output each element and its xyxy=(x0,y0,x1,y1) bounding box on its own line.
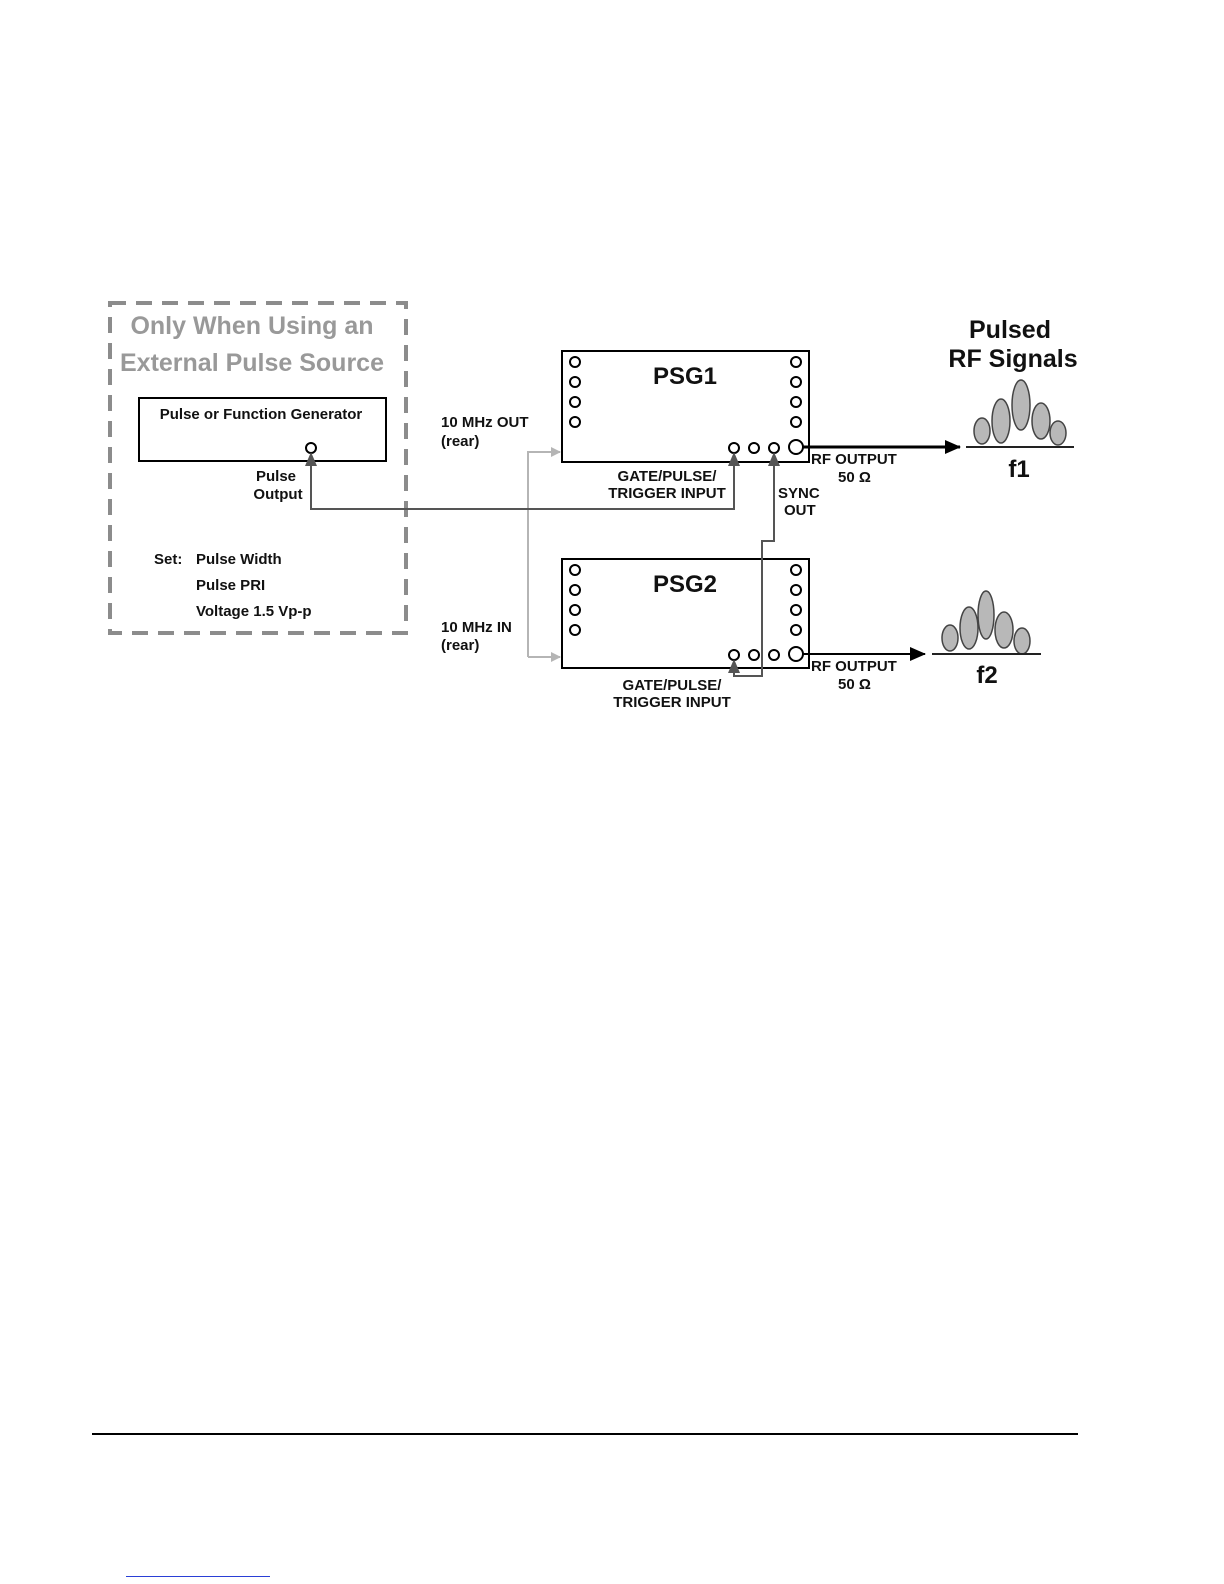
f1-pulse xyxy=(1032,403,1050,439)
footer-rule xyxy=(92,1433,1078,1435)
f1-pulse xyxy=(992,399,1010,443)
psg1-left-port xyxy=(570,377,580,387)
ref-out-label-line1: 10 MHz OUT xyxy=(441,414,529,431)
psg2-left-port xyxy=(570,565,580,575)
set-item-pulse-width: Pulse Width xyxy=(196,551,282,568)
f2-label: f2 xyxy=(976,662,997,689)
set-label: Set: xyxy=(154,551,182,568)
psg2-right-port xyxy=(791,565,801,575)
f2-pulse xyxy=(978,591,994,639)
sync-out-label-line1: SYNC xyxy=(778,485,820,502)
psg1-gate-label-line2: TRIGGER INPUT xyxy=(608,485,726,502)
psg2-right-port xyxy=(791,585,801,595)
reference-connection: 10 MHz OUT (rear) 10 MHz IN (rear) xyxy=(441,414,560,657)
psg1-gate-label-line1: GATE/PULSE/ xyxy=(618,468,718,485)
sync-out-label-line2: OUT xyxy=(784,502,816,519)
psg2-gate-input-port xyxy=(729,650,739,660)
f1-label: f1 xyxy=(1008,456,1029,483)
psg1-left-port xyxy=(570,417,580,427)
pulse-output-label-line1: Pulse xyxy=(256,468,296,485)
pulse-output-label-line2: Output xyxy=(253,486,302,503)
pulsed-signal-f1: f1 xyxy=(966,380,1074,483)
external-box-title-line2: External Pulse Source xyxy=(120,349,384,377)
psg1-rf-output-label: RF OUTPUT xyxy=(811,451,897,468)
generator-pulse-output-port xyxy=(306,443,316,453)
psg1-right-port xyxy=(791,397,801,407)
f1-pulse xyxy=(974,418,990,444)
psg1-left-port xyxy=(570,357,580,367)
set-item-voltage: Voltage 1.5 Vp-p xyxy=(196,603,312,620)
psg1-right-port xyxy=(791,357,801,367)
psg2-front-port xyxy=(769,650,779,660)
psg1-sync-out-port xyxy=(769,443,779,453)
psg2-gate-label-line1: GATE/PULSE/ xyxy=(623,677,723,694)
psg1-right-port xyxy=(791,417,801,427)
psg2-left-port xyxy=(570,605,580,615)
pulsed-rf-title-line2: RF Signals xyxy=(948,345,1077,373)
ref-out-label-line2: (rear) xyxy=(441,433,479,450)
ref-out-line xyxy=(528,452,560,657)
psg2-title: PSG2 xyxy=(653,571,717,598)
psg2-gate-label-line2: TRIGGER INPUT xyxy=(613,694,731,711)
f2-pulse xyxy=(942,625,958,651)
f1-pulse xyxy=(1012,380,1030,430)
psg2-right-port xyxy=(791,605,801,615)
ref-in-label-line1: 10 MHz IN xyxy=(441,619,512,636)
f1-pulse xyxy=(1050,421,1066,445)
external-box-title-line1: Only When Using an xyxy=(130,312,373,340)
set-item-pulse-pri: Pulse PRI xyxy=(196,577,265,594)
psg2-instrument: PSG2 GATE/PULSE/ TRIGGER INPUT RF OUTPUT… xyxy=(562,559,897,711)
psg2-right-port xyxy=(791,625,801,635)
psg1-front-port xyxy=(749,443,759,453)
psg1-rf-output-port xyxy=(789,440,803,454)
pulsed-rf-title-line1: Pulsed xyxy=(969,316,1051,344)
footer-link-underline[interactable] xyxy=(126,1576,270,1577)
psg1-title: PSG1 xyxy=(653,363,717,390)
pulsed-signal-f2: f2 xyxy=(932,591,1041,689)
psg1-gate-input-port xyxy=(729,443,739,453)
psg1-left-port xyxy=(570,397,580,407)
ref-in-label-line2: (rear) xyxy=(441,637,479,654)
external-pulse-source-group: Only When Using an External Pulse Source… xyxy=(110,303,406,633)
psg2-rf-output-port xyxy=(789,647,803,661)
pulse-generator-label: Pulse or Function Generator xyxy=(160,406,363,423)
psg2-front-port xyxy=(749,650,759,660)
psg2-impedance-label: 50 Ω xyxy=(838,676,871,693)
psg2-rf-output-label: RF OUTPUT xyxy=(811,658,897,675)
psg2-left-port xyxy=(570,625,580,635)
f2-pulse xyxy=(995,612,1013,648)
f2-pulse xyxy=(960,607,978,649)
psg1-impedance-label: 50 Ω xyxy=(838,469,871,486)
psg1-right-port xyxy=(791,377,801,387)
psg1-instrument: PSG1 GATE/PULSE/ TRIGGER INPUT RF OUTPUT… xyxy=(562,351,897,502)
f2-pulse xyxy=(1014,628,1030,654)
psg2-left-port xyxy=(570,585,580,595)
